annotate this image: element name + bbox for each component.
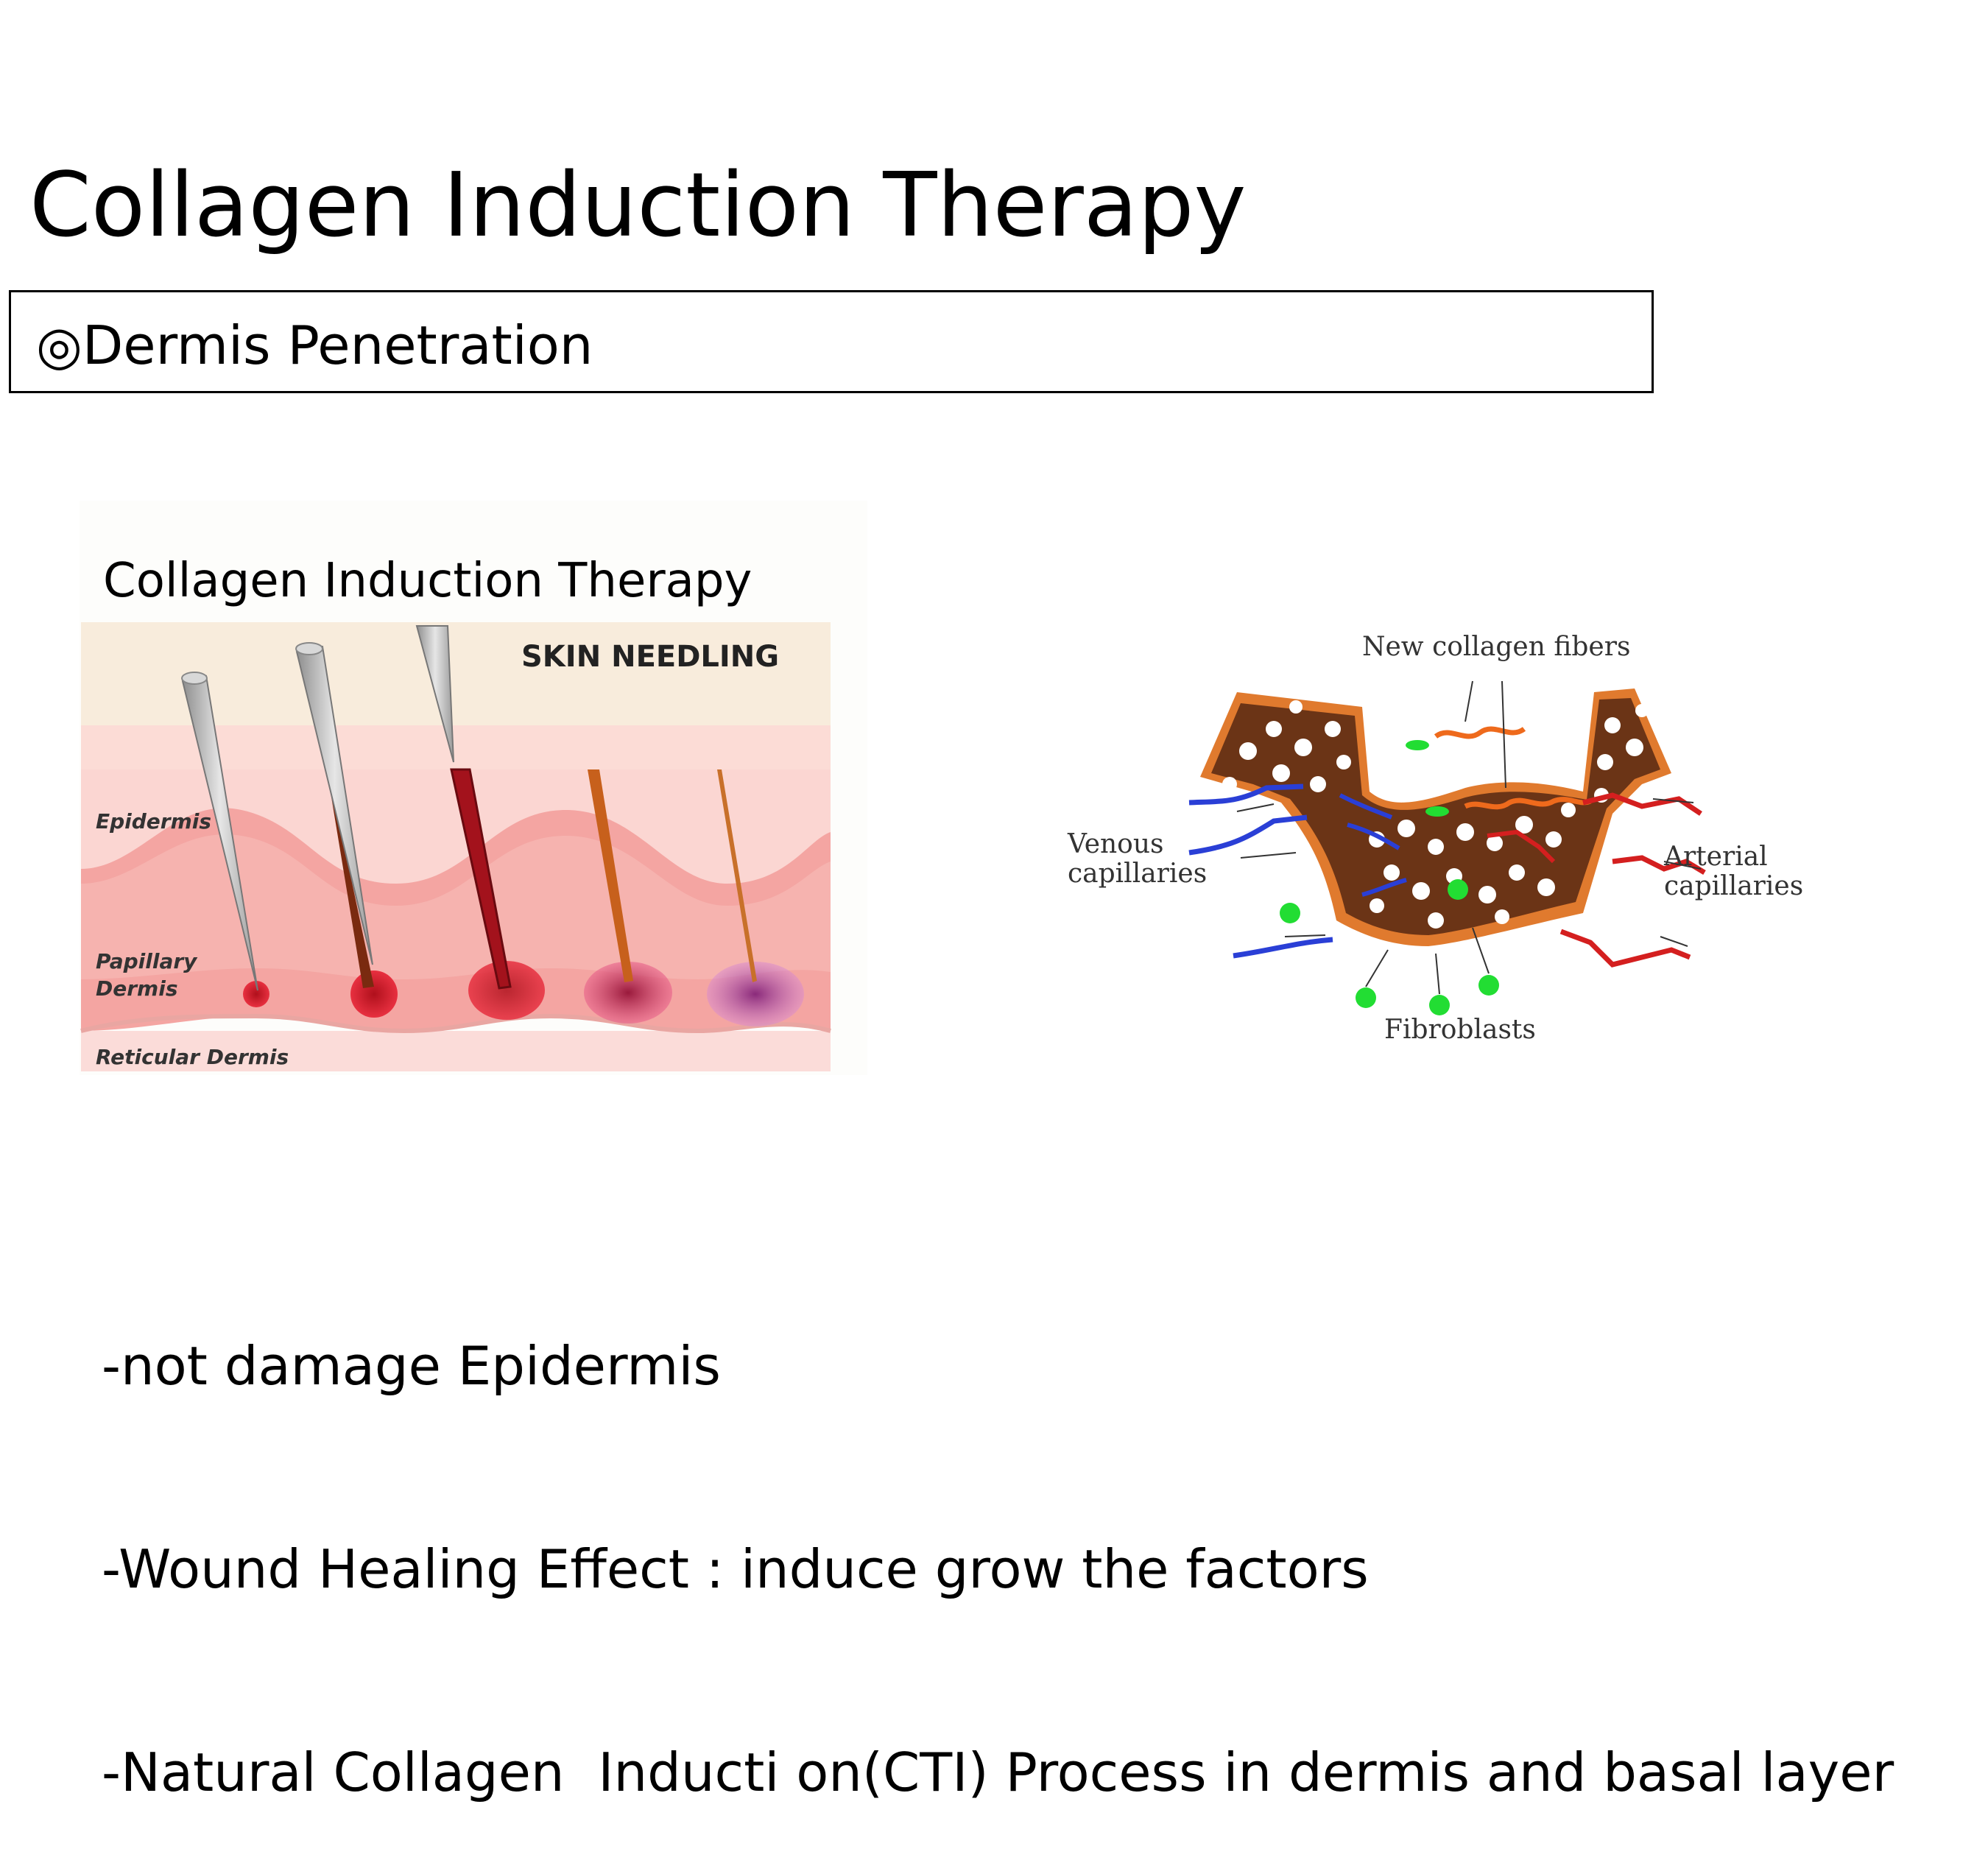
fibroblast-5 xyxy=(1448,879,1468,900)
needle-3 xyxy=(415,625,454,763)
wound-spot-5 xyxy=(707,962,804,1026)
subtitle-text: ◎Dermis Penetration xyxy=(36,314,593,376)
epidermis-top-band xyxy=(81,725,831,769)
venous-capillary-4 xyxy=(1339,793,1393,820)
collagen-fiber-1 xyxy=(1434,726,1526,739)
venous-capillary-6 xyxy=(1361,878,1407,897)
label-venous-line2: capillaries xyxy=(1068,859,1207,889)
label-venous-line1: Venous xyxy=(1067,829,1164,859)
bullet-item: -Natural Collagen Inducti on(CTI) Proces… xyxy=(102,1741,1894,1803)
slide-title: Collagen Induction Therapy xyxy=(29,155,1247,257)
fibroblast-4 xyxy=(1478,975,1499,996)
fibroblast-3 xyxy=(1429,995,1450,1015)
wound-spot-3 xyxy=(468,961,545,1020)
arterial-capillary-1 xyxy=(1582,792,1702,816)
label-epidermis: Epidermis xyxy=(96,809,211,834)
needle-track-3 xyxy=(450,768,512,990)
tissue-inner xyxy=(1211,698,1660,935)
needle-track-5 xyxy=(717,769,757,982)
skin-needling-illustration: Collagen Induction Therapy SKIN NEEDLING… xyxy=(80,554,831,1071)
wound-spot-4 xyxy=(584,962,672,1024)
bullet-item: -not damage Epidermis xyxy=(102,1335,721,1397)
label-fibroblasts: Fibroblasts xyxy=(1384,1015,1536,1045)
needle-2-top xyxy=(295,642,323,655)
papillary-highlight xyxy=(81,834,831,979)
pointer-arrows xyxy=(1236,680,1702,995)
collagen-fibroblast-2 xyxy=(1425,806,1449,817)
tissue-pores xyxy=(1222,700,1649,929)
skin-needling-heading: SKIN NEEDLING xyxy=(521,640,779,674)
label-papillary-line2: Dermis xyxy=(96,976,177,1001)
needling-figure-title: Collagen Induction Therapy xyxy=(103,554,752,608)
bullet-item: -Wound Healing Effect : induce grow the … xyxy=(102,1538,1369,1600)
label-new-collagen: New collagen fibers xyxy=(1362,632,1630,662)
label-arterial-line2: capillaries xyxy=(1664,871,1803,901)
bullet-list: -not damage Epidermis -Wound Healing Eff… xyxy=(102,1197,1894,1874)
label-papillary-line1: Papillary xyxy=(96,949,198,973)
collagen-fibroblast-1 xyxy=(1406,740,1429,750)
wound-spot-1 xyxy=(243,981,269,1007)
skin-needling-figure: Collagen Induction Therapy SKIN NEEDLING… xyxy=(80,501,867,1075)
collagen-formation-diagram: New collagen fibers Venous capillaries A… xyxy=(1067,632,1803,1045)
wound-spot-2 xyxy=(350,971,398,1018)
fibroblast-1 xyxy=(1280,903,1300,923)
needle-1-top xyxy=(181,672,208,685)
reticular-boundary xyxy=(80,1013,831,1034)
label-arterial-line1: Arterial xyxy=(1663,842,1768,872)
venous-capillary-1 xyxy=(1188,783,1304,806)
arterial-capillary-3 xyxy=(1559,929,1691,968)
collagen-fiber-2 xyxy=(1464,797,1592,810)
fibroblast-2 xyxy=(1356,987,1376,1008)
reticular-dermis-layer xyxy=(81,1031,831,1071)
needle-track-4 xyxy=(588,769,633,982)
arterial-capillary-4 xyxy=(1487,829,1556,864)
subtitle-box: ◎Dermis Penetration xyxy=(9,290,1654,393)
venous-capillary-3 xyxy=(1233,937,1333,959)
venous-capillary-2 xyxy=(1188,814,1308,856)
label-reticular: Reticular Dermis xyxy=(96,1045,289,1069)
collagen-formation-figure: New collagen fibers Venous capillaries A… xyxy=(1053,619,1804,1060)
arterial-capillary-2 xyxy=(1612,855,1706,876)
venous-capillary-5 xyxy=(1347,822,1400,850)
